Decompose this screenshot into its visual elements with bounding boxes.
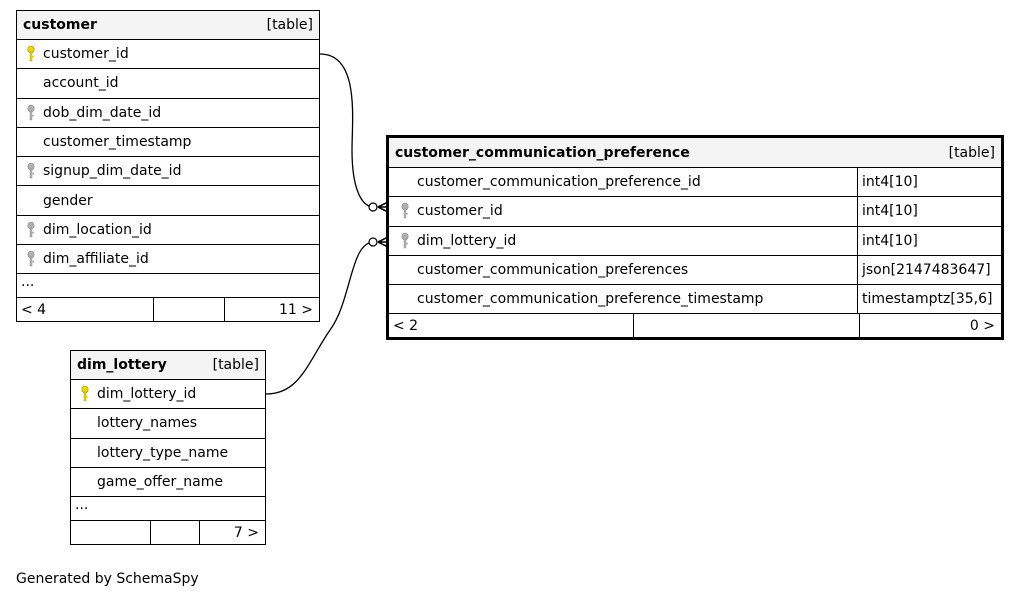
primary-key-icon xyxy=(21,45,41,63)
column-name: lottery_type_name xyxy=(97,444,229,461)
table-footer: 7 > xyxy=(71,521,265,545)
column-name: customer_timestamp xyxy=(43,134,192,151)
table-footer: < 2 0 > xyxy=(389,314,1001,338)
column-name: lottery_names xyxy=(97,415,198,432)
column-name: customer_communication_preferences xyxy=(417,262,689,279)
column-row[interactable]: dim_affiliate_id xyxy=(17,245,319,275)
column-name: gender xyxy=(43,192,93,209)
column-name: customer_id xyxy=(417,203,503,220)
column-row[interactable]: signup_dim_date_id xyxy=(17,157,319,187)
generated-by-credit: Generated by SchemaSpy xyxy=(16,571,199,587)
column-row[interactable]: dob_dim_date_id xyxy=(17,99,319,128)
column-name: customer_communication_preference_timest… xyxy=(417,291,764,308)
column-name: customer_communication_preference_id xyxy=(417,174,701,191)
relation-dim-lottery-to-ccp xyxy=(265,241,375,395)
column-type: int4[10] xyxy=(857,226,1001,255)
column-row[interactable]: customer_id int4[10] xyxy=(389,197,1001,227)
foreign-key-icon xyxy=(21,104,41,122)
foreign-key-icon xyxy=(21,221,41,239)
foreign-key-icon xyxy=(21,162,41,180)
column-list: dim_lottery_id lottery_names lottery_type_… xyxy=(71,380,265,498)
footer-middle xyxy=(634,314,860,338)
column-row[interactable]: customer_id xyxy=(17,40,319,70)
foreign-key-icon xyxy=(395,232,415,250)
column-row[interactable]: dim_lottery_id xyxy=(71,380,265,410)
column-row[interactable]: customer_communication_preference_timest… xyxy=(389,285,1001,315)
column-name: game_offer_name xyxy=(97,474,223,491)
child-count[interactable]: 0 > xyxy=(969,317,995,334)
column-name: dim_affiliate_id xyxy=(43,251,149,268)
column-name: dob_dim_date_id xyxy=(43,104,162,121)
relation-optional-marker xyxy=(368,202,378,212)
column-list: customer_communication_preference_id int4… xyxy=(389,168,1001,315)
column-row[interactable]: lottery_names xyxy=(71,409,265,439)
parent-count[interactable]: < 4 xyxy=(17,298,154,322)
table-header: customer [table] xyxy=(17,11,319,40)
child-count[interactable]: 7 > xyxy=(233,524,259,541)
column-type: int4[10] xyxy=(857,168,1001,197)
table-header: dim_lottery [table] xyxy=(71,351,265,380)
column-name: signup_dim_date_id xyxy=(43,163,182,180)
column-name: customer_id xyxy=(43,46,129,63)
column-name: dim_lottery_id xyxy=(417,232,517,249)
table-footer: < 4 11 > xyxy=(17,298,319,322)
column-type: int4[10] xyxy=(857,197,1001,226)
primary-key-icon xyxy=(75,385,95,403)
table-name: customer xyxy=(23,17,97,33)
table-kind: [table] xyxy=(212,357,259,373)
table-name: customer_communication_preference xyxy=(395,144,690,161)
column-row[interactable]: customer_communication_preferences json[2… xyxy=(389,255,1001,286)
more-columns: ... xyxy=(17,274,319,299)
footer-middle xyxy=(154,298,225,322)
table-name: dim_lottery xyxy=(77,357,167,373)
foreign-key-icon xyxy=(21,250,41,268)
column-type: timestamptz[35,6] xyxy=(857,285,1001,314)
table-kind: [table] xyxy=(266,17,313,33)
column-row[interactable]: gender xyxy=(17,186,319,216)
column-row[interactable]: customer_communication_preference_id int4… xyxy=(389,168,1001,198)
column-row[interactable]: lottery_type_name xyxy=(71,439,265,468)
column-name: account_id xyxy=(43,75,119,92)
relation-optional-marker xyxy=(368,237,378,247)
table-header: customer_communication_preference [table… xyxy=(389,138,1001,168)
column-name: dim_location_id xyxy=(43,221,152,238)
parent-count[interactable] xyxy=(71,521,151,545)
foreign-key-icon xyxy=(395,202,415,220)
relation-customer-to-ccp xyxy=(319,53,375,208)
table-kind: [table] xyxy=(948,144,995,161)
column-row[interactable]: game_offer_name xyxy=(71,468,265,498)
table-customer-communication-preference[interactable]: customer_communication_preference [table… xyxy=(386,135,1004,341)
column-row[interactable]: customer_timestamp xyxy=(17,128,319,158)
column-type: json[2147483647] xyxy=(857,255,1001,285)
column-name: dim_lottery_id xyxy=(97,386,197,403)
child-count[interactable]: 11 > xyxy=(279,301,313,318)
parent-count[interactable]: < 2 xyxy=(389,314,634,338)
column-row[interactable]: account_id xyxy=(17,69,319,99)
footer-middle xyxy=(151,521,200,545)
more-columns: ... xyxy=(71,497,265,522)
column-row[interactable]: dim_lottery_id int4[10] xyxy=(389,226,1001,256)
column-row[interactable]: dim_location_id xyxy=(17,216,319,246)
